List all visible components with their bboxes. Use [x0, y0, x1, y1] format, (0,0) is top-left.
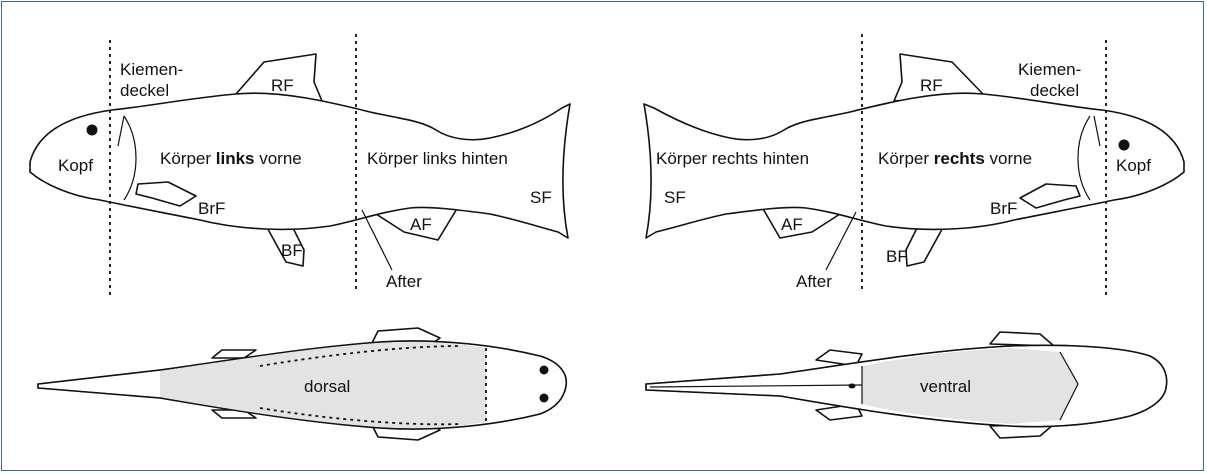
left-anus-label: After: [386, 272, 422, 291]
right-gill-cover-label-2: deckel: [1030, 81, 1079, 100]
right-dorsal-fin-label: RF: [920, 76, 943, 95]
left-eye: [87, 125, 98, 136]
right-head-label: Kopf: [1116, 156, 1151, 175]
left-head-label: Kopf: [58, 156, 93, 175]
right-eye: [1119, 140, 1130, 151]
right-pectoral-fin-label: BrF: [990, 199, 1017, 218]
right-side-fish: Kiemen- deckel Kopf Körper rechts vorne …: [644, 34, 1184, 298]
left-pectoral-fin-label: BrF: [198, 199, 225, 218]
right-pelvic-fin-label: BF: [886, 247, 908, 266]
ventral-view-upper-fin-front: [990, 332, 1054, 346]
left-dorsal-fin-label: RF: [271, 76, 294, 95]
right-anal-fin-label: AF: [781, 215, 803, 234]
left-pelvic-fin-label: BF: [281, 241, 303, 260]
dorsal-view-eye-top: [540, 366, 549, 375]
ventral-bottom-view: ventral: [646, 332, 1167, 438]
ventral-view-anus: [849, 384, 856, 389]
left-side-fish: Kiemen- deckel Kopf Körper links vorne K…: [30, 34, 570, 298]
dorsal-label: dorsal: [304, 377, 350, 396]
right-body-front-label: Körper rechts vorne: [878, 149, 1032, 168]
dorsal-top-view: dorsal: [38, 328, 566, 440]
left-anal-fin-label: AF: [410, 215, 432, 234]
left-caudal-fin-label: SF: [530, 188, 552, 207]
right-anus-label: After: [796, 272, 832, 291]
right-gill-cover-label-1: Kiemen-: [1018, 60, 1081, 79]
dorsal-view-eye-bottom: [540, 394, 549, 403]
left-gill-cover-label-1: Kiemen-: [120, 60, 183, 79]
left-body-front-label: Körper links vorne: [160, 149, 302, 168]
left-body-rear-label: Körper links hinten: [367, 149, 508, 168]
right-body-rear-label: Körper rechts hinten: [656, 149, 809, 168]
left-gill-cover-label-2: deckel: [120, 81, 169, 100]
right-caudal-fin-label: SF: [664, 188, 686, 207]
ventral-label: ventral: [920, 377, 971, 396]
